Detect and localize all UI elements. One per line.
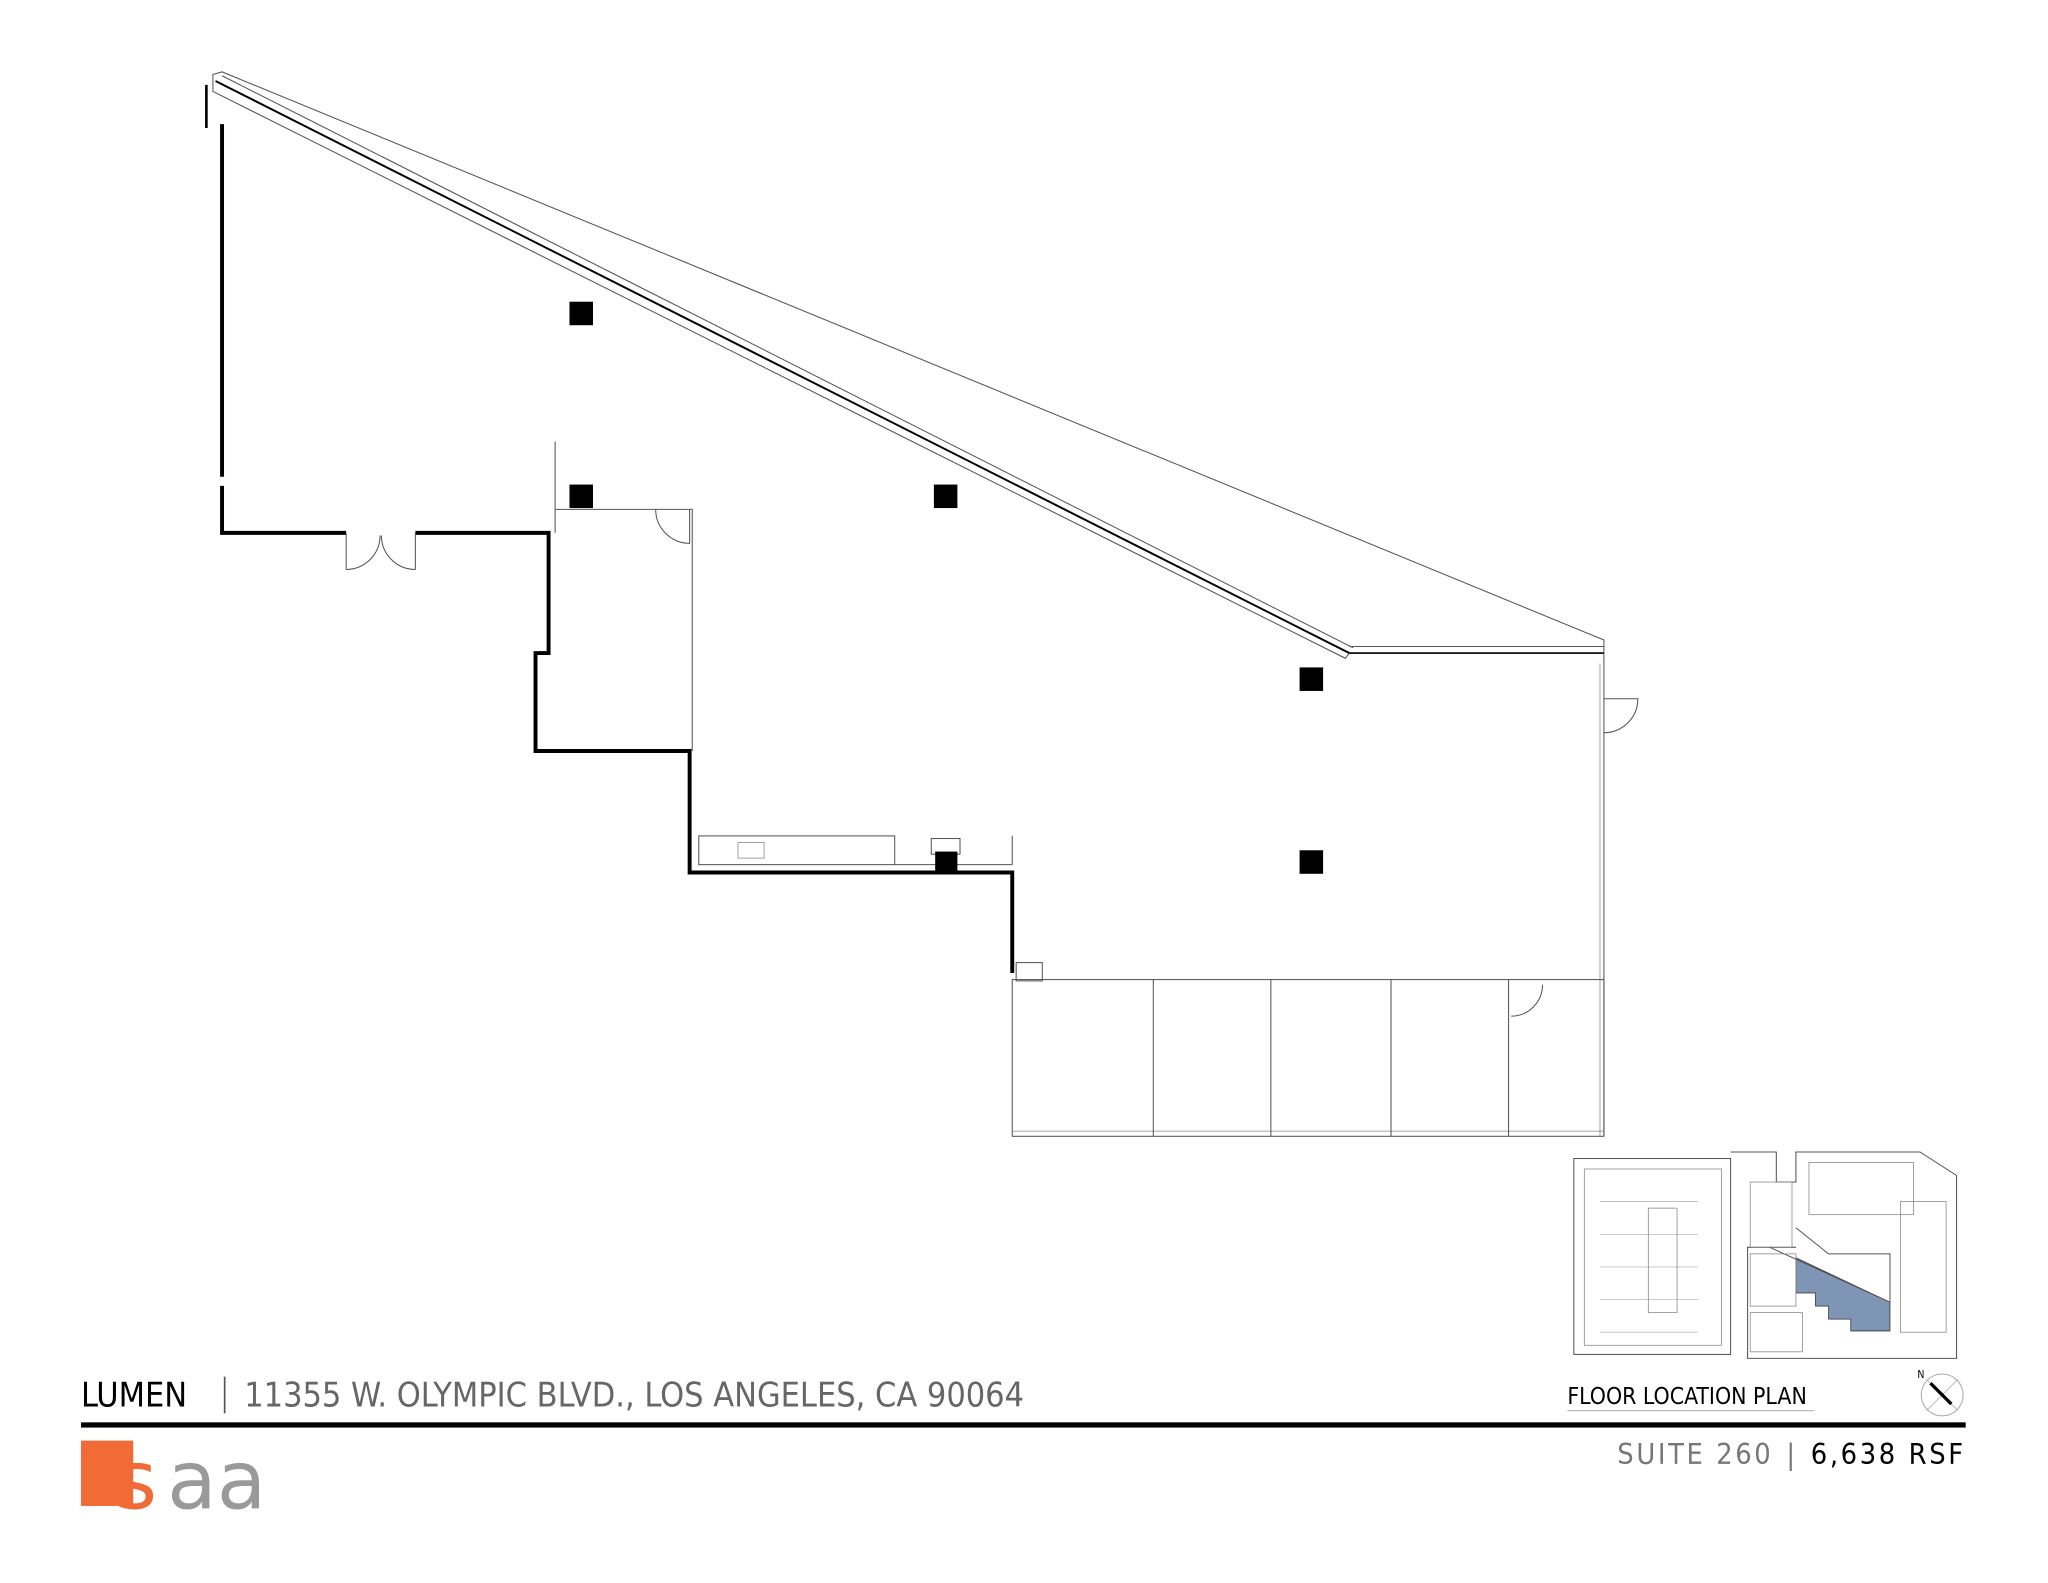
kitchen-counter xyxy=(698,835,1013,866)
north-label: N xyxy=(1917,1369,1924,1381)
suite-number: SUITE 260 xyxy=(1617,1437,1773,1471)
door-swing xyxy=(655,509,691,544)
structural-column xyxy=(935,851,958,873)
logo-s: s xyxy=(115,1435,157,1529)
suite-floor-plan xyxy=(205,71,1639,1137)
floor-location-key-plan: FLOOR LOCATION PLAN N xyxy=(1567,1151,1964,1417)
building-address: 11355 W. OLYMPIC BLVD., LOS ANGELES, CA … xyxy=(244,1376,1024,1416)
structural-column xyxy=(1299,667,1324,691)
logo-aa: aa xyxy=(167,1435,266,1529)
structural-column xyxy=(933,484,958,509)
perimeter-offices xyxy=(1011,962,1605,1137)
entry-door xyxy=(345,532,416,570)
curtain-wall xyxy=(205,71,1605,659)
structural-column xyxy=(569,484,593,509)
north-arrow-icon: N xyxy=(1917,1369,1964,1417)
suite-highlight xyxy=(1795,1257,1891,1332)
suite-separator: | xyxy=(1786,1437,1797,1471)
title-rule xyxy=(80,1422,1966,1428)
saa-logo: s aa xyxy=(80,1435,266,1529)
key-plan-title: FLOOR LOCATION PLAN xyxy=(1567,1384,1807,1410)
building-name: LUMEN xyxy=(81,1376,187,1416)
door-swing xyxy=(1603,698,1639,734)
structural-column xyxy=(1299,850,1324,874)
title-block: LUMEN 11355 W. OLYMPIC BLVD., LOS ANGELE… xyxy=(80,1376,1966,1529)
structural-column xyxy=(569,301,593,326)
suite-info: SUITE 260 | 6,638 RSF xyxy=(1617,1437,1965,1471)
suite-area: 6,638 RSF xyxy=(1811,1437,1966,1471)
demising-wall xyxy=(220,485,347,535)
demising-wall-step xyxy=(415,530,1015,974)
interior-partition xyxy=(555,508,693,752)
